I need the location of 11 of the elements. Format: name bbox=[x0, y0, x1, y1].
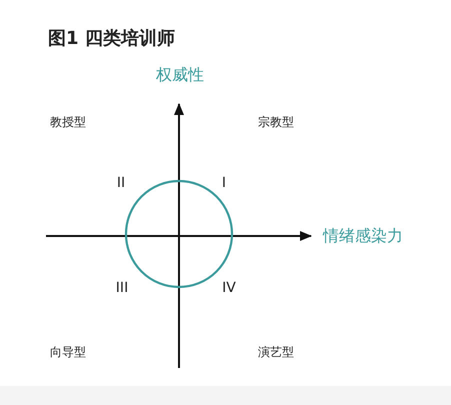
roman-numeral: II bbox=[116, 176, 126, 190]
quadrant-label: 宗教型 bbox=[258, 116, 294, 128]
axis-label: 权威性 bbox=[156, 67, 204, 83]
roman-numeral: I bbox=[222, 176, 226, 190]
quadrant-label: 教授型 bbox=[50, 116, 86, 128]
axis-label: 情绪感染力 bbox=[323, 228, 403, 244]
figure-title: 图1 四类培训师 bbox=[48, 30, 175, 48]
roman-numeral: IV bbox=[222, 281, 236, 295]
roman-numeral: III bbox=[116, 281, 128, 295]
quadrant-label: 演艺型 bbox=[258, 346, 294, 358]
quadrant-label: 向导型 bbox=[50, 346, 86, 358]
